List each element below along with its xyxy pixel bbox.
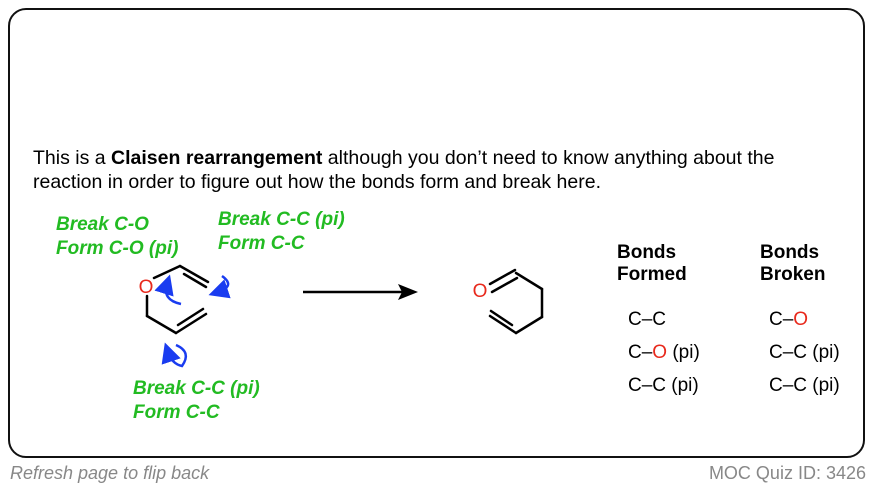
- quiz-card: [8, 8, 865, 458]
- refresh-hint: Refresh page to flip back: [10, 463, 210, 483]
- intro-text: This is a Claisen rearrangement although…: [33, 147, 775, 193]
- arrow-bottom-pi-icon: [161, 342, 188, 368]
- broken-bond-3: C–C (pi): [769, 375, 840, 396]
- reaction-name: Claisen rearrangement: [111, 147, 323, 169]
- note-break-cc-bottom: Break C-C (pi) Form C-C: [133, 378, 260, 423]
- broken-bond-1: C–O: [769, 309, 809, 330]
- curved-arrows: [154, 274, 231, 368]
- bonds-formed-header: Bonds Formed: [617, 242, 687, 285]
- note-break-cc-top: Break C-C (pi) Form C-C: [218, 209, 345, 254]
- reactant-oxygen: O: [139, 277, 154, 298]
- product-oxygen: O: [473, 281, 488, 302]
- reactant-structure: [145, 264, 210, 335]
- broken-bond-2: C–C (pi): [769, 342, 840, 363]
- quiz-id: MOC Quiz ID: 3426: [708, 463, 866, 483]
- arrow-o-pi-icon: [154, 274, 182, 306]
- reaction-arrow-icon: [303, 284, 418, 300]
- formed-bond-2: C–O (pi): [628, 342, 700, 363]
- formed-bond-3: C–C (pi): [628, 375, 699, 396]
- arrow-top-pi-icon: [208, 274, 231, 299]
- bonds-broken-header: Bonds Broken: [760, 242, 826, 285]
- note-break-co: Break C-O Form C-O (pi): [56, 214, 179, 259]
- formed-bond-1: C–C: [628, 309, 667, 330]
- product-structure: [488, 268, 544, 335]
